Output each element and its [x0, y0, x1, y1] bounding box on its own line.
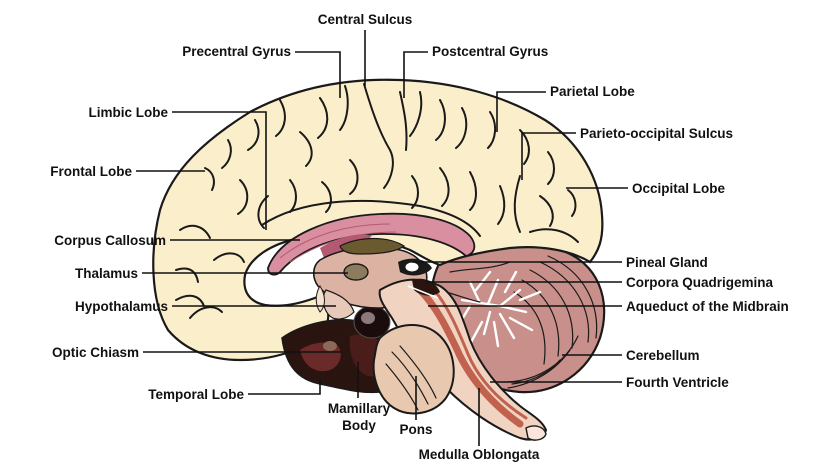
label-postcentral-gyrus: Postcentral Gyrus: [432, 44, 548, 59]
label-corpus-callosum: Corpus Callosum: [54, 233, 166, 248]
label-cerebellum: Cerebellum: [626, 348, 700, 363]
label-aqueduct: Aqueduct of the Midbrain: [626, 299, 789, 314]
label-frontal-lobe: Frontal Lobe: [50, 164, 132, 179]
label-optic-chiasm: Optic Chiasm: [52, 345, 139, 360]
leader-temporal-lobe: [248, 380, 320, 394]
label-occipital-lobe: Occipital Lobe: [632, 181, 726, 196]
label-hypothalamus: Hypothalamus: [75, 299, 168, 314]
label-mamillary-line1: Mamillary: [328, 401, 391, 416]
label-precentral-gyrus: Precentral Gyrus: [182, 44, 291, 59]
label-pineal-gland: Pineal Gland: [626, 255, 708, 270]
label-temporal-lobe: Temporal Lobe: [148, 387, 244, 402]
label-limbic-lobe: Limbic Lobe: [88, 105, 168, 120]
label-pons: Pons: [399, 422, 432, 437]
label-central-sulcus: Central Sulcus: [318, 12, 413, 27]
label-parieto-occipital-sulcus: Parieto-occipital Sulcus: [580, 126, 733, 141]
label-mamillary-line2: Body: [342, 418, 376, 433]
label-parietal-lobe: Parietal Lobe: [550, 84, 635, 99]
label-fourth-ventricle: Fourth Ventricle: [626, 375, 729, 390]
label-corpora-quadrigemina: Corpora Quadrigemina: [626, 275, 774, 290]
label-medulla-oblongata: Medulla Oblongata: [419, 447, 540, 462]
label-thalamus: Thalamus: [75, 266, 138, 281]
